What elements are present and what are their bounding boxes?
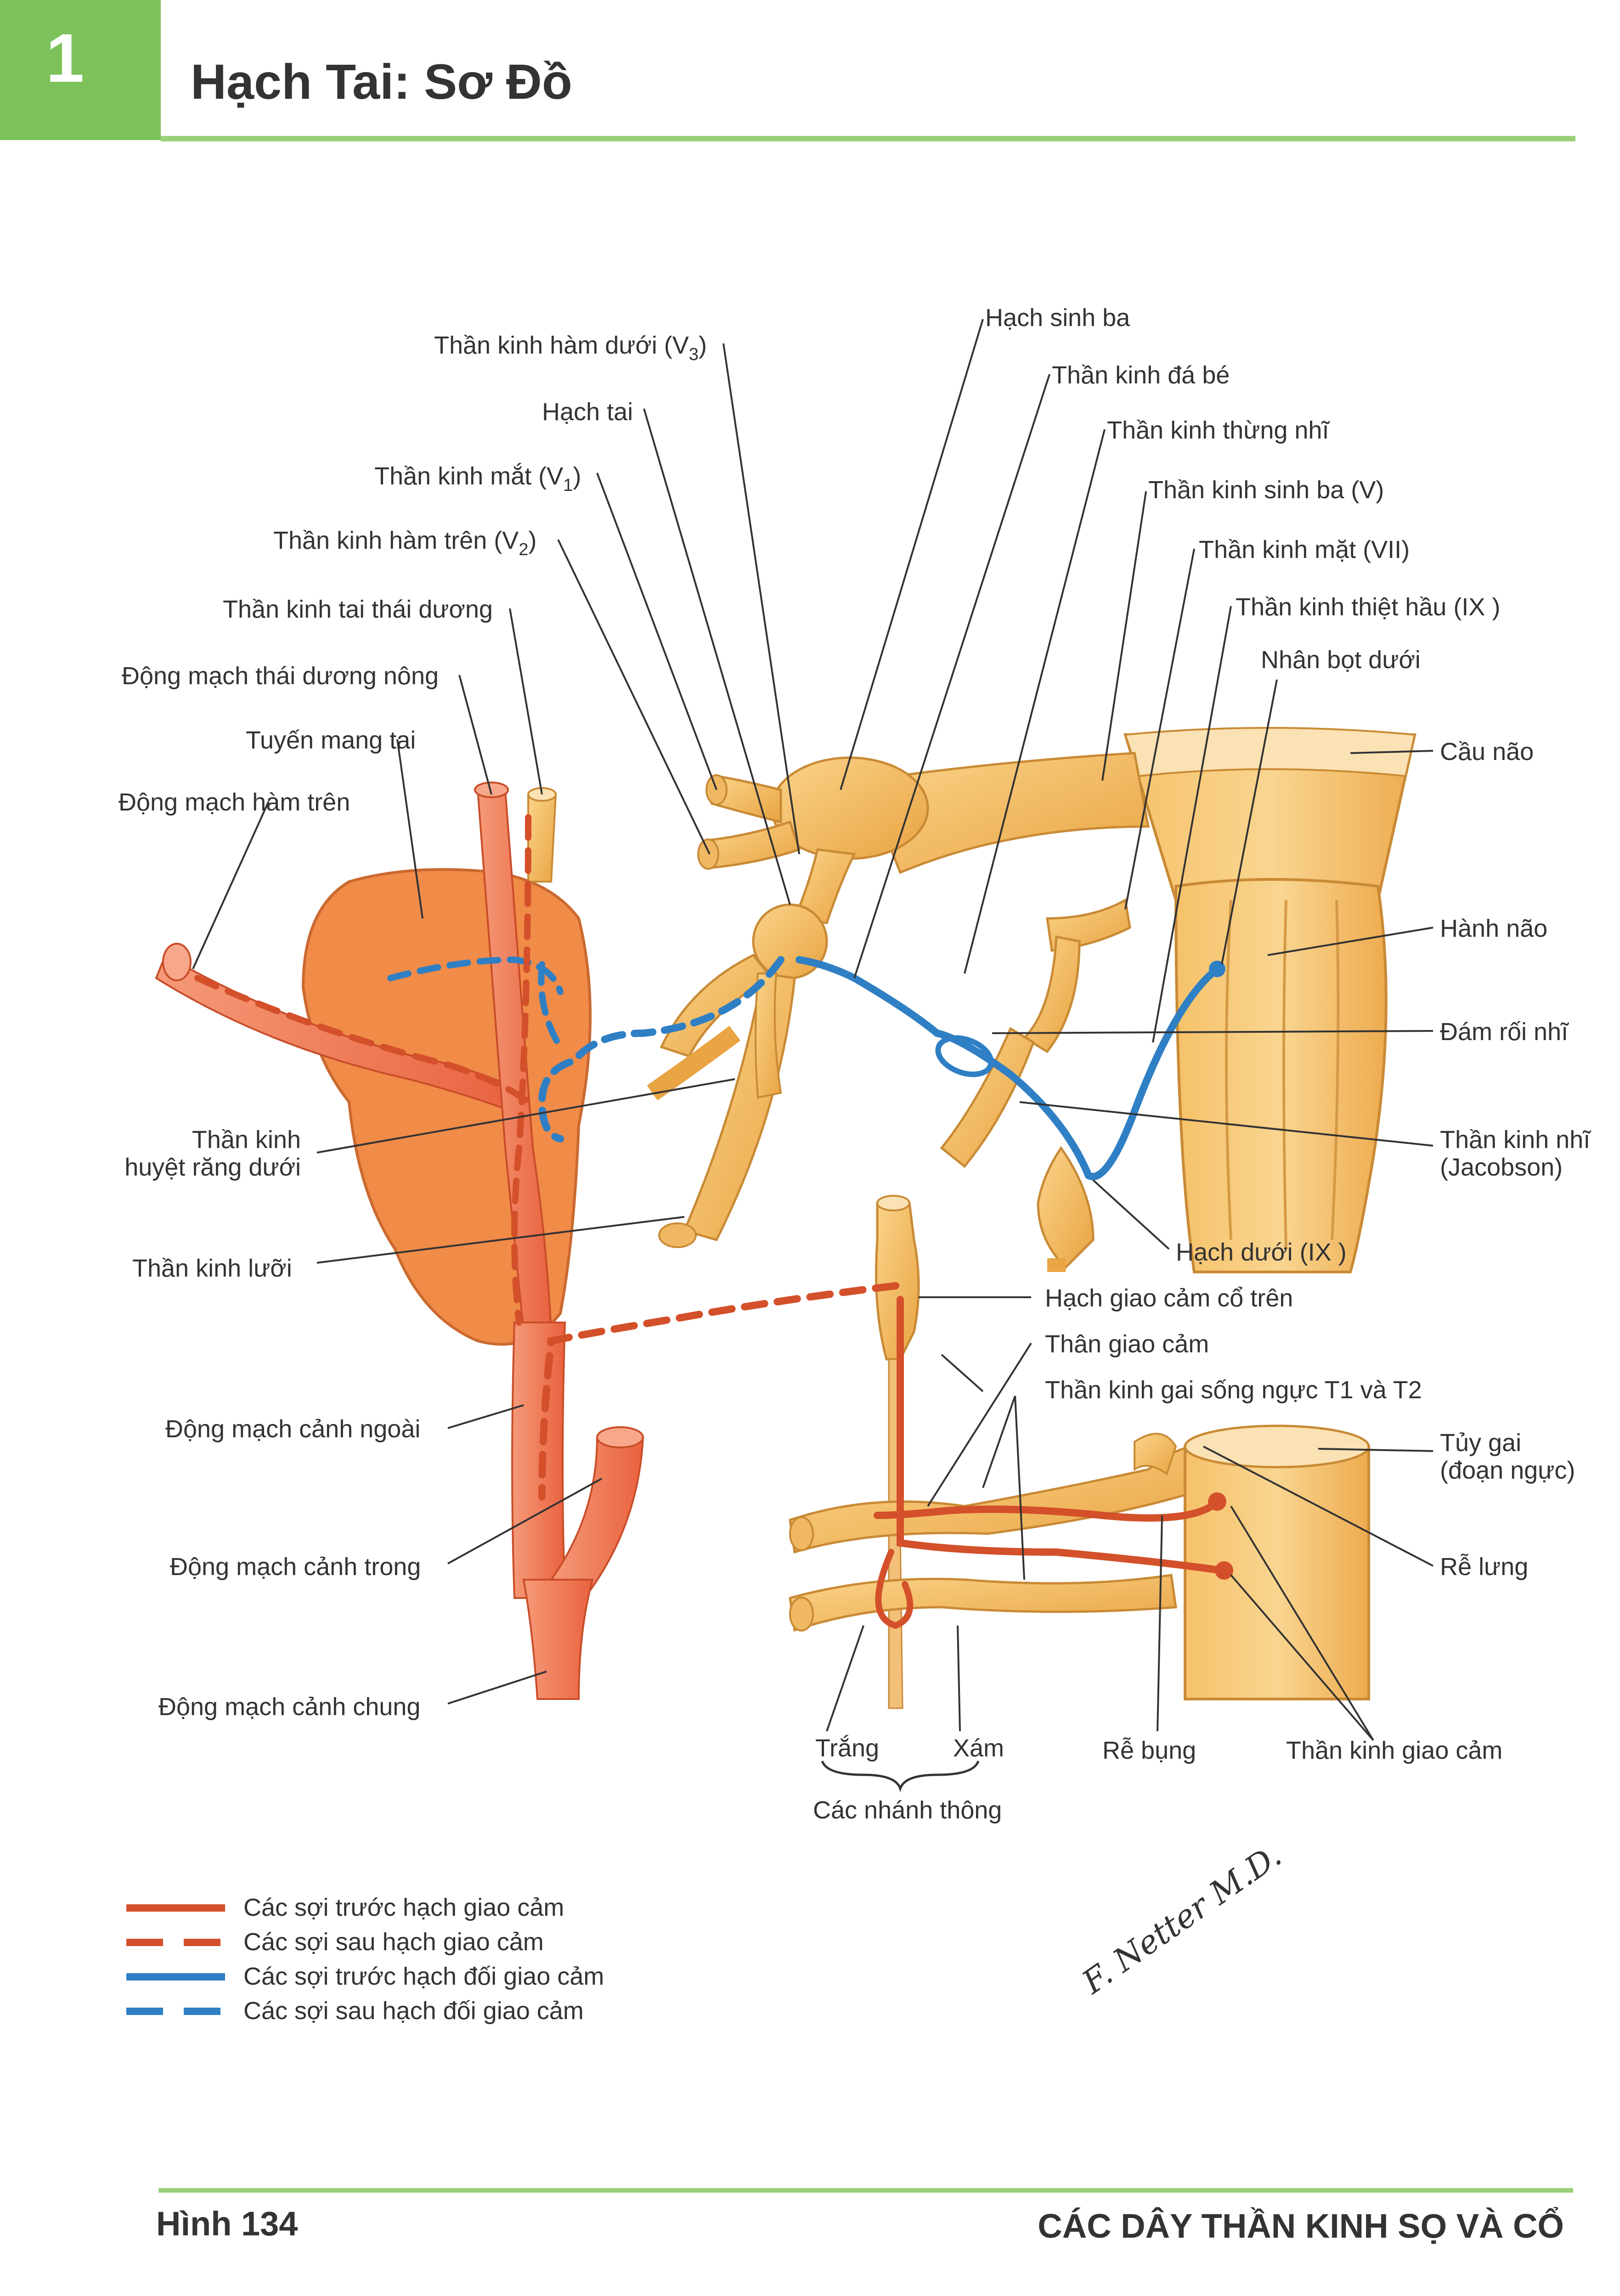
label-spinal-cord-1: Tủy gai: [1440, 1429, 1521, 1457]
page-title: Hạch Tai: Sơ Đồ: [191, 54, 572, 109]
section-title: CÁC DÂY THẦN KINH SỌ VÀ CỔ: [1038, 2207, 1564, 2245]
label-superficial-temporal-artery: Động mạch thái dương nông: [122, 662, 439, 690]
label-sympathetic-nerves: Thần kinh giao cảm: [1286, 1737, 1502, 1764]
label-tympanic-plexus: Đám rối nhĩ: [1440, 1018, 1569, 1046]
label-tympanic-nerve-2: (Jacobson): [1440, 1154, 1563, 1181]
label-maxillary-nerve: Thần kinh hàm trên (V2): [273, 527, 536, 559]
internal-carotid: [549, 1436, 644, 1595]
label-ventral-root: Rễ bụng: [1102, 1737, 1196, 1764]
pons-top: [1124, 727, 1416, 777]
label-spinal-nerves: Thần kinh gai sống ngực T1 và T2: [1045, 1376, 1422, 1404]
glossopharyngeal-ganglion: [1037, 1146, 1095, 1269]
label-otic-ganglion: Hạch tai: [542, 398, 633, 426]
parasympathetic-fibers: [387, 956, 1225, 1181]
label-dorsal-root: Rễ lưng: [1440, 1553, 1528, 1581]
label-external-carotid: Động mạch cảnh ngoài: [165, 1415, 420, 1443]
communicating-rami-brace: [821, 1761, 980, 1792]
label-inferior-salivatory-nucleus: Nhân bọt dưới: [1261, 646, 1421, 674]
label-ophthalmic-nerve: Thần kinh mắt (V1): [374, 462, 581, 495]
figure-number: Hình 134: [156, 2205, 298, 2243]
label-parotid-gland: Tuyến mang tai: [246, 726, 416, 754]
label-gray: Xám: [953, 1734, 1004, 1762]
legend-label-0: Các sợi trước hạch giao cảm: [243, 1894, 564, 1921]
label-white: Trắng: [815, 1734, 879, 1762]
label-tympanic-nerve-top: Thần kinh thừng nhĩ: [1107, 416, 1330, 444]
external-carotid: [511, 1322, 566, 1599]
brainstem: [1123, 727, 1417, 1273]
label-lingual-nerve: Thần kinh lưỡi: [132, 1255, 292, 1282]
auriculotemporal-nerve-stub: [527, 793, 557, 883]
label-tympanic-nerve-1: Thần kinh nhĩ: [1440, 1126, 1591, 1154]
label-inferior-alveolar-nerve-2: huyệt răng dưới: [124, 1154, 301, 1181]
label-communicating-rami: Các nhánh thông: [813, 1796, 1002, 1824]
parasympathetic-postganglionic: [538, 956, 785, 1142]
header-rule: [161, 136, 1575, 141]
label-trigeminal-ganglion: Hạch sinh ba: [985, 304, 1130, 332]
label-facial-nerve: Thần kinh mặt (VII): [1199, 536, 1410, 563]
label-trigeminal-nerve: Thần kinh sinh ba (V): [1148, 476, 1384, 504]
footer-rule: [158, 2188, 1573, 2193]
medulla-shape: [1174, 878, 1388, 1273]
label-common-carotid: Động mạch cảnh chung: [158, 1693, 420, 1721]
label-inferior-alveolar-nerve-1: Thần kinh: [192, 1126, 301, 1154]
label-medulla: Hành não: [1440, 915, 1547, 942]
label-inferior-ganglion: Hạch dưới (IX ): [1176, 1238, 1347, 1266]
maxillary-branch: [706, 820, 801, 869]
legend: Các sợi trước hạch giao cảm Các sợi sau …: [126, 1894, 604, 2025]
legend-label-2: Các sợi trước hạch đối giao cảm: [243, 1963, 604, 1990]
legend-label-3: Các sợi sau hạch đối giao cảm: [243, 1997, 584, 2025]
label-spinal-cord-2: (đoạn ngực): [1440, 1457, 1575, 1484]
label-maxillary-artery: Động mạch hàm trên: [119, 788, 350, 816]
label-sympathetic-trunk: Thân giao cảm: [1045, 1330, 1209, 1358]
labels: Thần kinh hàm dưới (V3) Hạch tai Thần ki…: [119, 304, 1591, 1824]
label-superior-cervical-ganglion: Hạch giao cảm cổ trên: [1045, 1284, 1293, 1312]
mandibular-branch: [793, 848, 856, 924]
common-carotid: [522, 1579, 594, 1700]
label-mandibular-nerve: Thần kinh hàm dưới (V3): [434, 332, 707, 364]
leader-lines: [192, 319, 1434, 1792]
sympathetic-system: [789, 1195, 1370, 1709]
facial-glossopharyngeal: [940, 898, 1131, 1272]
parasympathetic-preganglionic: [796, 956, 1221, 1181]
sympathetic-preganglionic: [897, 1296, 1225, 1574]
label-auriculotemporal-nerve: Thần kinh tai thái dương: [223, 596, 493, 623]
tympanic-plexus-loop: [935, 1035, 994, 1077]
sympathetic-fibers: [194, 814, 1233, 1629]
label-lesser-petrosal-nerve: Thần kinh đá bé: [1052, 361, 1230, 389]
sympathetic-postganglionic: [538, 1282, 899, 1501]
label-pons: Cầu não: [1440, 738, 1534, 765]
legend-label-1: Các sợi sau hạch giao cảm: [243, 1928, 544, 1956]
label-internal-carotid: Động mạch cảnh trong: [170, 1553, 421, 1581]
chapter-number: 1: [46, 19, 85, 96]
chapter-badge: 1: [0, 0, 161, 140]
label-glossopharyngeal-nerve: Thần kinh thiệt hầu (IX ): [1236, 593, 1500, 621]
mandibular-branches: [647, 953, 796, 1248]
artist-signature: F. Netter M.D.: [1075, 1836, 1288, 2002]
